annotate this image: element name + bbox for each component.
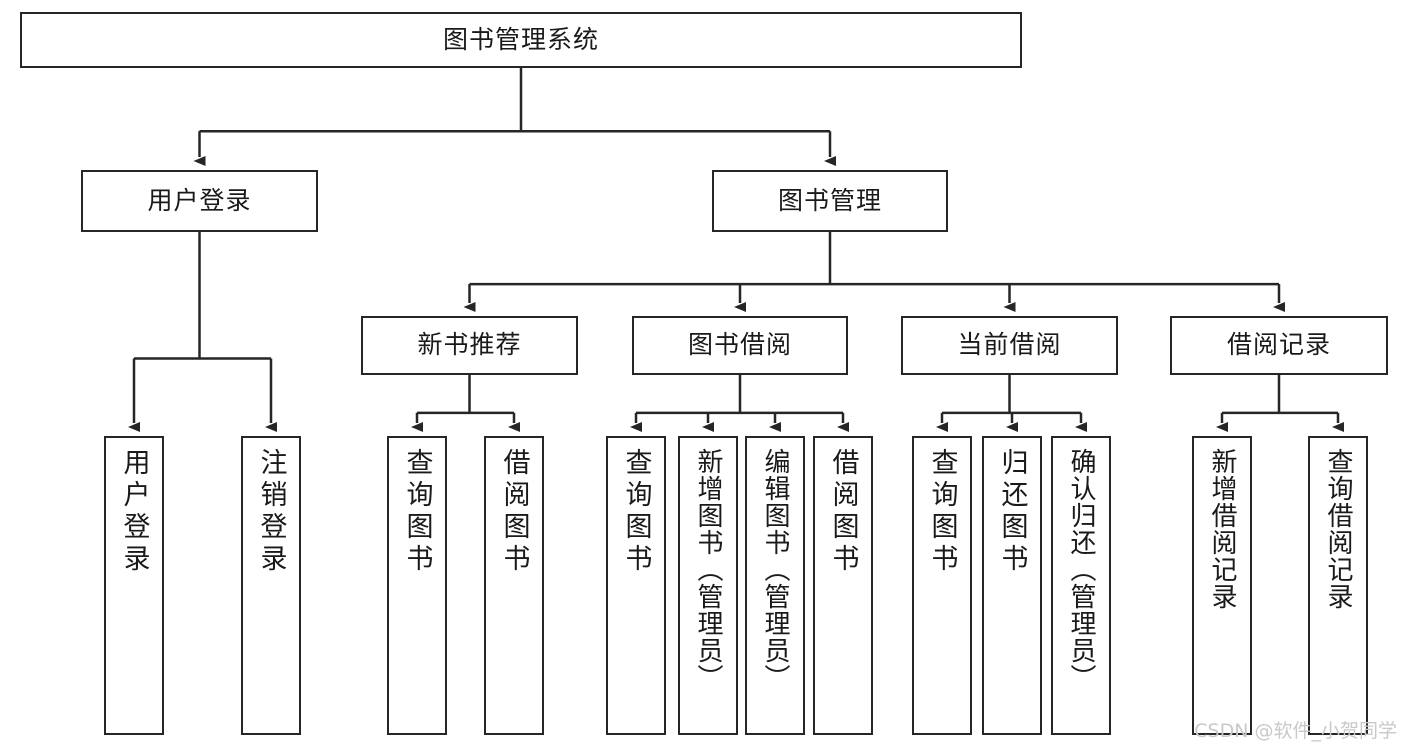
node-leaf_add_book[interactable]: 新增图书（管理员） [678,436,738,735]
watermark: CSDN @软件_小贺同学 [1194,720,1397,742]
node-label: 查询图书 [620,448,652,576]
node-label: 当前借阅 [957,330,1062,360]
edge-bus-current_borrow [942,375,1081,415]
node-label: 新增图书（管理员） [693,448,723,691]
node-label: 查询借阅记录 [1323,448,1353,610]
edge-bus-book_borrow [636,375,843,415]
node-leaf_borrow_book_2[interactable]: 借阅图书 [813,436,873,735]
edge-bus-user_login [134,232,271,360]
node-label: 用户登录 [147,185,252,215]
node-label: 新增借阅记录 [1207,448,1237,610]
node-leaf_query_record[interactable]: 查询借阅记录 [1308,436,1368,735]
node-borrow_record[interactable]: 借阅记录 [1170,316,1388,375]
node-root[interactable]: 图书管理系统 [20,12,1022,68]
node-label: 新书推荐 [417,330,522,360]
node-new_book_rec[interactable]: 新书推荐 [361,316,578,375]
node-user_login[interactable]: 用户登录 [81,170,318,232]
node-label: 查询图书 [401,448,433,576]
edge-bus-new_book_rec [417,375,514,415]
edge-bus-root [199,68,830,133]
node-leaf_query_book_3[interactable]: 查询图书 [912,436,972,735]
node-label: 查询图书 [926,448,958,576]
node-leaf_user_login[interactable]: 用户登录 [104,436,164,735]
node-book_manage[interactable]: 图书管理 [712,170,948,232]
node-leaf_edit_book[interactable]: 编辑图书（管理员） [745,436,805,735]
node-label: 图书借阅 [687,330,792,360]
node-current_borrow[interactable]: 当前借阅 [901,316,1118,375]
edge-bus-book_manage [469,232,1279,286]
node-leaf_user_logout[interactable]: 注销登录 [241,436,301,735]
node-book_borrow[interactable]: 图书借阅 [632,316,848,375]
node-label: 借阅图书 [498,448,530,576]
node-label: 注销登录 [255,448,287,576]
node-leaf_confirm_return[interactable]: 确认归还（管理员） [1051,436,1111,735]
node-label: 图书管理系统 [442,24,599,54]
node-label: 用户登录 [118,448,150,576]
node-label: 编辑图书（管理员） [760,448,790,691]
node-label: 归还图书 [996,448,1028,576]
node-label: 借阅记录 [1226,330,1331,360]
node-label: 借阅图书 [827,448,859,576]
node-leaf_borrow_book_1[interactable]: 借阅图书 [484,436,544,735]
node-leaf_add_record[interactable]: 新增借阅记录 [1192,436,1252,735]
node-label: 确认归还（管理员） [1066,448,1096,691]
node-leaf_query_book_1[interactable]: 查询图书 [387,436,447,735]
edge-bus-borrow_record [1222,375,1338,415]
node-label: 图书管理 [777,185,882,215]
node-leaf_query_book_2[interactable]: 查询图书 [606,436,666,735]
node-leaf_return_book[interactable]: 归还图书 [982,436,1042,735]
